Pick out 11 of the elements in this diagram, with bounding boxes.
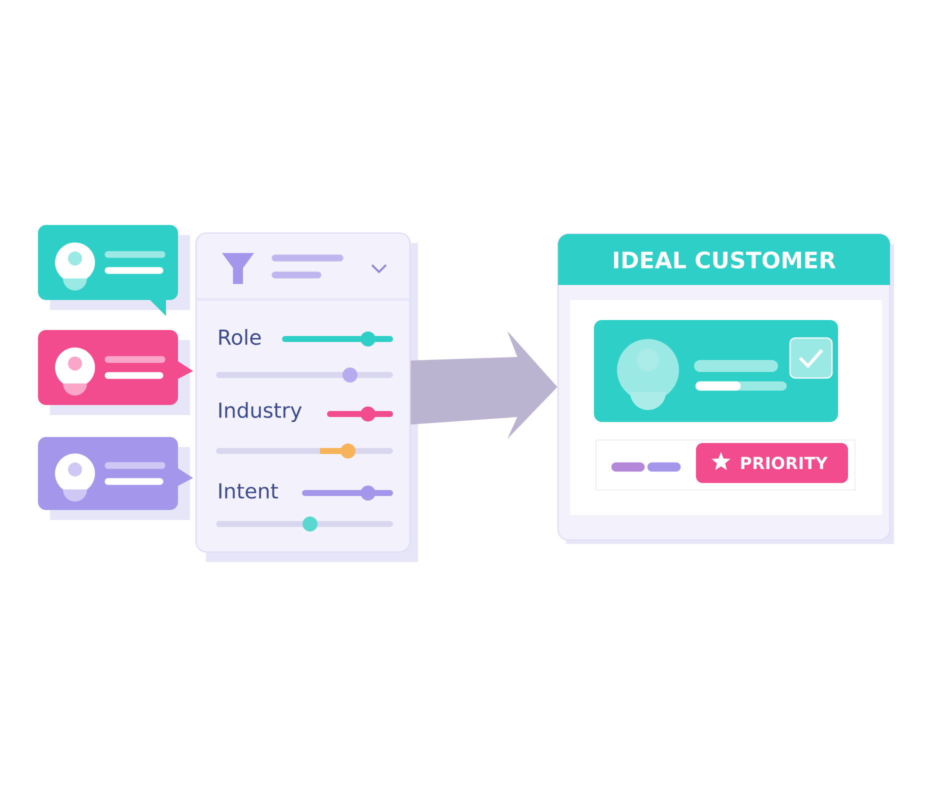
panel-heading: IDEAL CUSTOMER	[614, 251, 836, 269]
priority-badge: PRIORITY	[696, 443, 848, 483]
arrow	[410, 331, 558, 439]
profile-card	[38, 437, 193, 520]
field-label: Role	[219, 329, 261, 345]
field-label: Industry	[219, 402, 302, 422]
filter-panel	[195, 232, 418, 562]
field-label: Intent	[219, 483, 278, 499]
customer-card	[594, 320, 838, 422]
profile-card	[38, 225, 190, 316]
profile-card	[38, 330, 193, 415]
